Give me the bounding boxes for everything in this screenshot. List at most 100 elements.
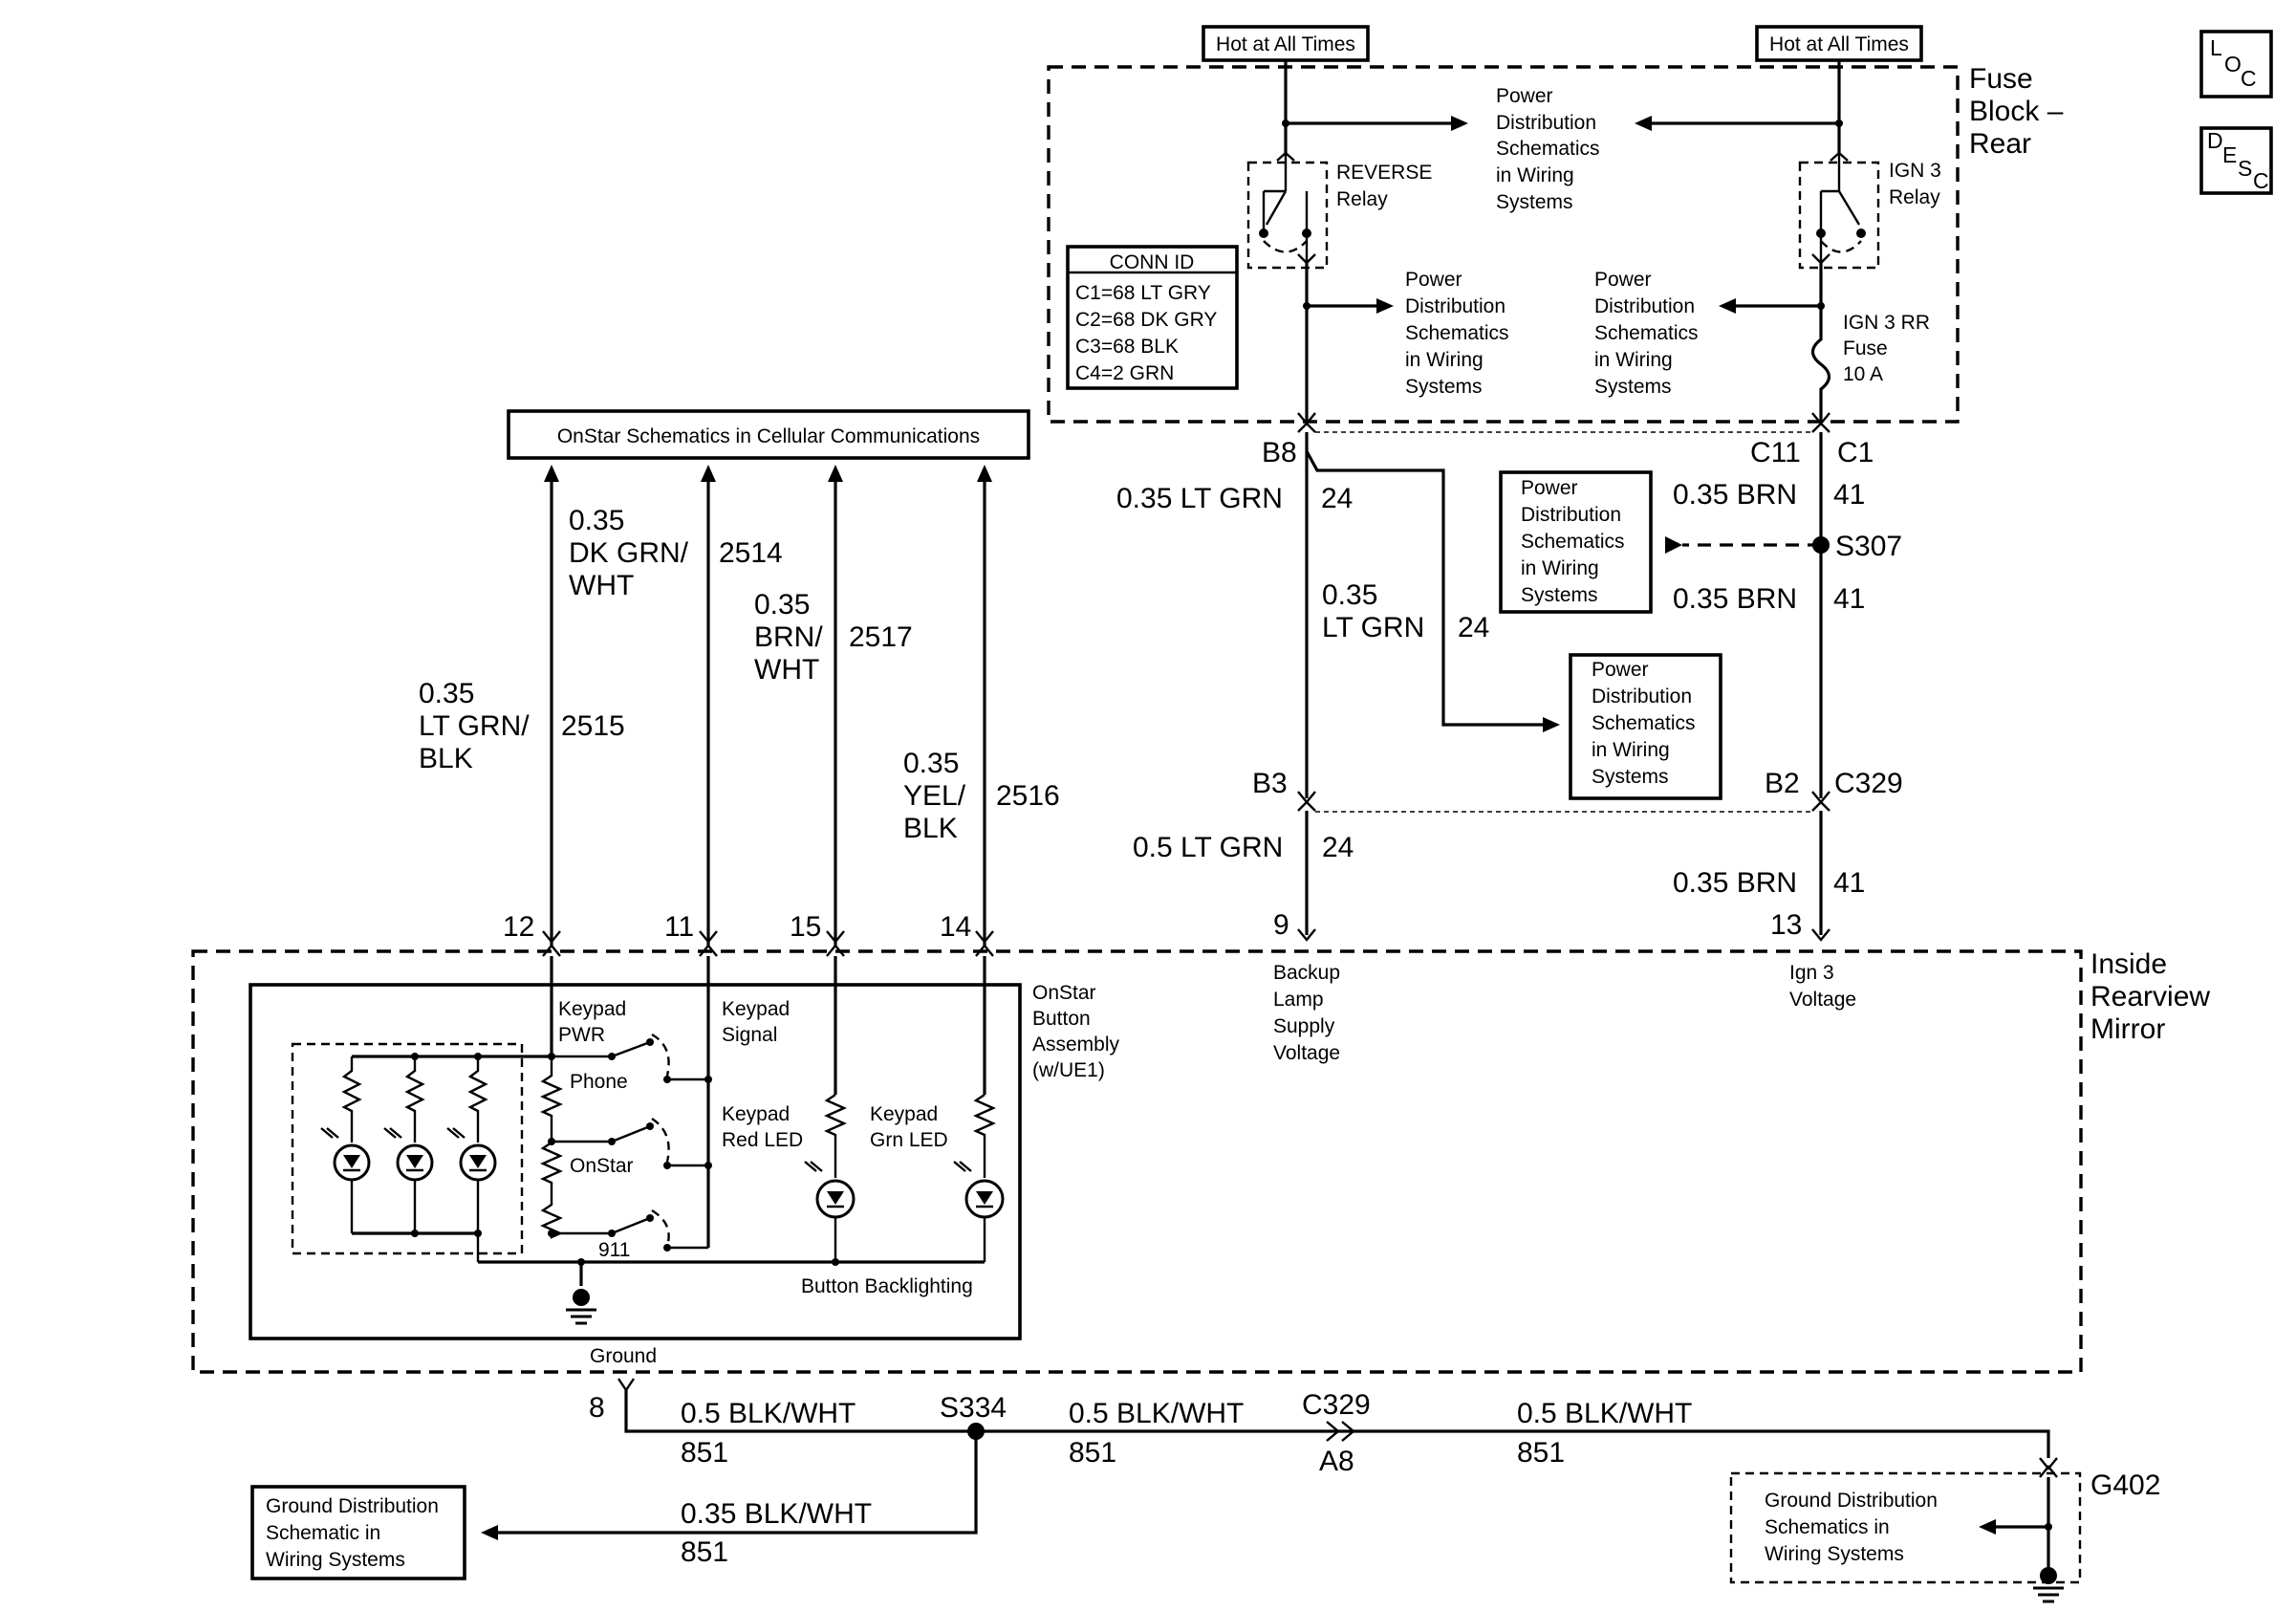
- circuit-851-2: 851: [1069, 1437, 1116, 1469]
- reverse-relay: REVERSE Relay: [1246, 151, 1432, 270]
- wire-2514-label: 0.35 DK GRN/ WHT 2514: [569, 505, 783, 601]
- svg-text:Inside: Inside: [2090, 948, 2167, 980]
- svg-text:Mirror: Mirror: [2090, 1013, 2165, 1045]
- svg-text:Fuse: Fuse: [1969, 63, 2033, 95]
- svg-text:in Wiring: in Wiring: [1594, 349, 1673, 371]
- circuit-41-a: 41: [1833, 479, 1865, 511]
- backlight-led-group: [291, 1042, 524, 1255]
- wire-brn-41-b: 0.35 BRN: [1673, 583, 1797, 615]
- ground-g402: G402: [2090, 1469, 2160, 1501]
- wire-blkwht-1: 0.5 BLK/WHT: [681, 1398, 856, 1429]
- backup-lamp-label: Backup Lamp Supply Voltage: [1273, 962, 1340, 1064]
- keypad-pwr-label: Keypad PWR: [558, 998, 626, 1046]
- svg-text:Power: Power: [1496, 85, 1553, 107]
- svg-text:Supply: Supply: [1273, 1015, 1335, 1037]
- svg-text:Distribution: Distribution: [1592, 686, 1692, 708]
- svg-text:Schematics in: Schematics in: [1765, 1516, 1890, 1538]
- button-backlighting-label: Button Backlighting: [801, 1275, 973, 1297]
- ground-distribution-right[interactable]: Ground Distribution Schematics in Wiring…: [1765, 1490, 1938, 1565]
- svg-text:BRN/: BRN/: [754, 621, 823, 653]
- svg-text:PWR: PWR: [558, 1024, 605, 1046]
- connector-c329-top: C329: [1834, 768, 1903, 799]
- connector-b3: B3: [1252, 768, 1288, 799]
- wire-851-to-gd: [497, 1431, 978, 1535]
- svg-text:Hot at All Times: Hot at All Times: [1769, 33, 1909, 55]
- svg-text:E: E: [2222, 142, 2237, 167]
- desc-badge[interactable]: D E S C: [2199, 126, 2273, 195]
- pin-13: 13: [1770, 909, 1802, 941]
- circuit-851-3: 851: [1517, 1437, 1565, 1469]
- svg-text:S: S: [2238, 156, 2252, 181]
- svg-text:Distribution: Distribution: [1521, 504, 1621, 526]
- svg-text:Signal: Signal: [722, 1024, 777, 1046]
- connector-c1: C1: [1837, 437, 1874, 468]
- backlight-led-3: [446, 1056, 497, 1262]
- svg-text:Keypad: Keypad: [870, 1103, 938, 1125]
- ground-symbol-assembly: [566, 1289, 596, 1325]
- svg-text:BLK: BLK: [903, 813, 958, 844]
- svg-text:Power: Power: [1592, 659, 1649, 681]
- svg-text:CONN ID: CONN ID: [1110, 251, 1195, 273]
- wire-2515-label: 0.35 LT GRN/ BLK 2515: [419, 678, 625, 774]
- svg-text:Systems: Systems: [1594, 376, 1672, 398]
- pin-11: 11: [664, 911, 694, 943]
- wire-blkwht-2: 0.5 BLK/WHT: [1069, 1398, 1244, 1429]
- svg-text:Backup: Backup: [1273, 962, 1340, 984]
- wire-ltgrn-24-b-color: LT GRN: [1322, 612, 1424, 643]
- svg-text:YEL/: YEL/: [903, 780, 966, 812]
- wire-ltgrn-24-a: 0.35 LT GRN: [1116, 483, 1283, 514]
- switch-onstar[interactable]: OnStar: [552, 1117, 712, 1177]
- svg-text:2514: 2514: [719, 537, 783, 569]
- fuse-block-rear: [1047, 65, 1960, 424]
- switch-phone[interactable]: Phone: [552, 1033, 712, 1093]
- pd-small-box: Power Distribution Schematics in Wiring …: [1499, 470, 1653, 614]
- svg-text:2517: 2517: [849, 621, 913, 653]
- ign3-rr-fuse-symbol: [1810, 306, 1831, 421]
- keypad-red-led: [804, 1094, 856, 1262]
- pd-lower-box: Power Distribution Schematics in Wiring …: [1569, 653, 1722, 800]
- svg-text:10 A: 10 A: [1843, 363, 1883, 385]
- keypad-grn-led: [953, 1094, 1005, 1262]
- circuit-24-b: 24: [1458, 612, 1489, 643]
- g402-dashed-box: [1729, 1471, 2082, 1584]
- svg-text:2515: 2515: [561, 710, 625, 742]
- hot-at-all-times-left: Hot at All Times: [1202, 25, 1370, 62]
- loc-badge[interactable]: L O C: [2199, 30, 2273, 98]
- connector-a8: A8: [1319, 1446, 1354, 1477]
- wire-2517-label: 0.35 BRN/ WHT 2517: [754, 589, 913, 686]
- keypad-signal-label: Keypad Signal: [722, 998, 790, 1046]
- svg-text:0.35: 0.35: [419, 678, 474, 709]
- pin-9: 9: [1273, 909, 1289, 941]
- pin-14: 14: [940, 911, 971, 943]
- svg-text:IGN 3: IGN 3: [1889, 160, 1941, 182]
- svg-text:0.35: 0.35: [754, 589, 810, 620]
- keypad-grn-label: Keypad Grn LED: [870, 1103, 948, 1151]
- svg-text:Schematic in: Schematic in: [266, 1522, 380, 1544]
- circuit-851-1: 851: [681, 1437, 728, 1469]
- onstar-schematics-box[interactable]: OnStar Schematics in Cellular Communicat…: [507, 409, 1030, 460]
- circuit-851-4: 851: [681, 1536, 728, 1568]
- ground-distribution-left[interactable]: Ground Distribution Schematic in Wiring …: [250, 1485, 466, 1580]
- svg-text:Systems: Systems: [1592, 766, 1669, 788]
- ign3-rr-fuse-label: IGN 3 RR Fuse 10 A: [1843, 312, 1930, 385]
- connector-b2: B2: [1765, 768, 1800, 799]
- svg-text:(w/UE1): (w/UE1): [1032, 1059, 1105, 1081]
- ign3-relay: IGN 3 Relay: [1798, 151, 1941, 270]
- hot-at-all-times-right: Hot at All Times: [1755, 25, 1923, 62]
- pd-mid-right-label: Power Distribution Schematics in Wiring …: [1594, 269, 1699, 398]
- svg-text:C4=2 GRN: C4=2 GRN: [1075, 362, 1174, 384]
- svg-text:C2=68 DK GRY: C2=68 DK GRY: [1075, 309, 1217, 331]
- fuse-block-title: Fuse Block – Rear: [1969, 63, 2064, 160]
- svg-text:Grn LED: Grn LED: [870, 1129, 948, 1151]
- svg-text:Schematics: Schematics: [1405, 322, 1509, 344]
- pd-mid-left-label: Power Distribution Schematics in Wiring …: [1405, 269, 1509, 398]
- switch-911[interactable]: 911: [552, 1208, 708, 1261]
- connector-b8: B8: [1262, 437, 1297, 468]
- backlight-led-1: [320, 1056, 371, 1233]
- svg-text:Systems: Systems: [1496, 191, 1573, 213]
- svg-text:O: O: [2224, 52, 2242, 76]
- svg-text:REVERSE: REVERSE: [1336, 162, 1432, 184]
- svg-text:Rearview: Rearview: [2090, 981, 2210, 1012]
- svg-text:Systems: Systems: [1521, 584, 1598, 606]
